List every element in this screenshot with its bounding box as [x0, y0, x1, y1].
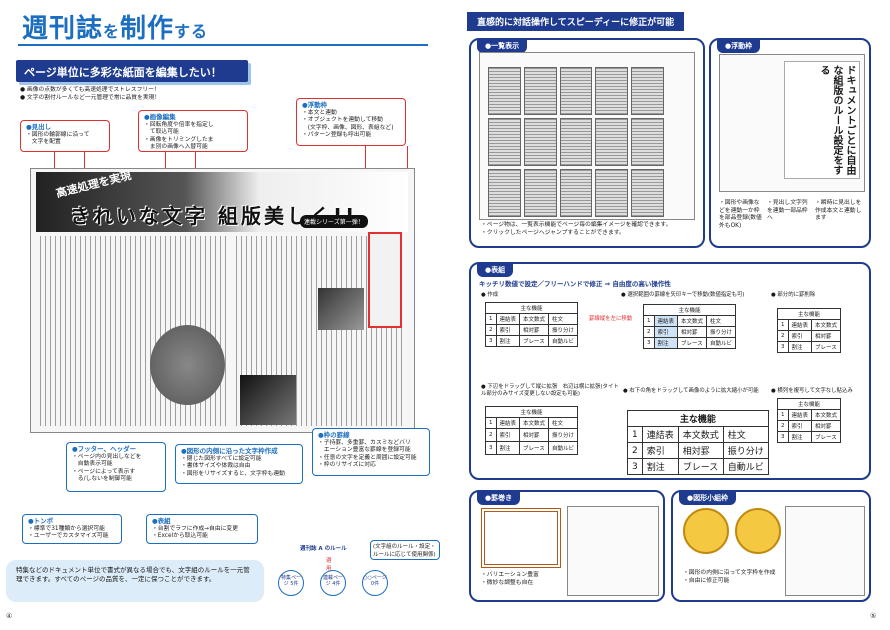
page-title: 週刊誌を制作する — [22, 14, 209, 44]
circle-image — [150, 325, 225, 405]
screenshot-fudou: ドキュメントごとに自由な組版のルール設定をする — [719, 54, 865, 192]
panel-keigaki: ●罫巻き ・バリエーション豊富・微妙な調整も自在 — [469, 490, 665, 602]
shape-circle — [735, 508, 781, 554]
callout-midashi: ●見出し ・図形の輪郭線に沿って 文字を配置 — [20, 120, 110, 152]
photo — [240, 375, 296, 425]
title-rule — [18, 44, 428, 46]
series-tag: 連載シリーズ第一弾！ — [300, 215, 368, 228]
right-page: 直感的に対話操作してスピーディーに修正が可能 ●一覧表示 ・ページ物は、一覧表示… — [445, 0, 890, 630]
panel-zukeikogumi: ●図形小組枠 ・図形の内側に沿って文字枠を作成・自由に修正可能 — [671, 490, 871, 602]
callout-footer: ●フッター、ヘッダー ・ページ内の見出しなどを 自動表示可能・ページによって表示… — [66, 442, 166, 492]
page-number: ⑤ — [870, 612, 877, 620]
screenshot-zukei — [785, 506, 865, 596]
callout-fudou: ●浮動枠 ・本文と連動・オブジェクトを連動して移動 (文字枠、画像、図形、表組な… — [296, 98, 406, 146]
right-title: 直感的に対話操作してスピーディーに修正が可能 — [467, 12, 685, 31]
connector — [165, 152, 166, 182]
bottom-note: 特集などのドキュメント単位で書式が異なる場合でも、文字組のルールを一元管理できま… — [6, 560, 264, 602]
screenshot-keigaki — [567, 506, 659, 596]
callout-gazou: ●画像編集 ・回転角度や倍率を指定し て取込可能・画像をトリミングしたま ま別の… — [138, 110, 248, 152]
callout-hyou: ●表組 ・台割でラフに作成→自由に変更・Excelから取込可能 — [146, 514, 258, 544]
callout-tombo: ●トンボ ・標準で31種類から選択可能・ユーザーでカスタマイズ可能 — [22, 514, 122, 544]
photo — [318, 288, 364, 330]
connector — [195, 152, 196, 182]
floating-box — [368, 232, 402, 328]
panel-ichiran: ●一覧表示 ・ページ物は、一覧表示機能でページ毎の編集イメージを確認できます。・… — [469, 38, 705, 248]
shape-circle — [683, 508, 729, 554]
page-number: ④ — [6, 612, 13, 620]
panel-fudou: ●浮動枠 ドキュメントごとに自由な組版のルール設定をする ・図形や画像などを連動… — [709, 38, 871, 248]
intro-text: ● 画像の点数が多くても高速処理でストレスフリー！ ● 文字の割付ルールなど一元… — [20, 87, 161, 101]
screenshot-ichiran — [479, 52, 695, 220]
section-banner: ページ単位に多彩な紙面を編集したい！ — [16, 60, 248, 82]
callout-waku: ●枠の罫線 ・子持罫、多重罫、カスミなどバリ エーション豊富な罫線を登録可能・任… — [312, 428, 430, 476]
callout-zukei: ●図形の内側に沿った文字枠作成 ・閉じた図形すべてに設定可能・書体サイズや体裁は… — [175, 444, 303, 484]
panel-hyou: ●表組 キッチリ数値で設定／フリーハンドで修正 ⇒ 自由度の高い操作性 ● 作成… — [469, 262, 871, 480]
border-sample — [481, 508, 561, 568]
left-page: 週刊誌を制作する ページ単位に多彩な紙面を編集したい！ ● 画像の点数が多くても… — [6, 14, 440, 620]
